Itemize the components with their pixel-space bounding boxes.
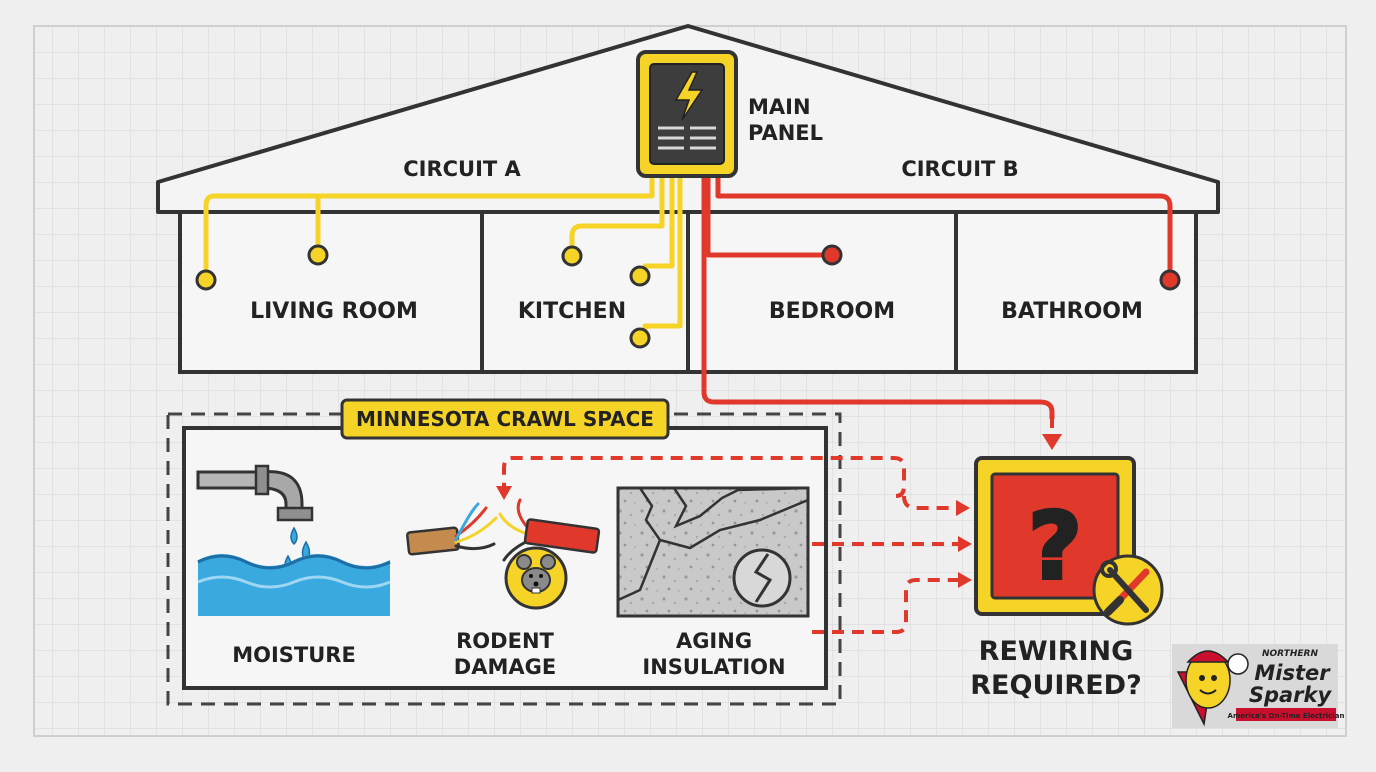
result-label-2: REQUIRED? [970,670,1141,701]
arrowhead [958,572,972,588]
outlet-dot [821,244,843,266]
room-label-bedroom: BEDROOM [769,299,895,324]
outlet-dot [307,244,329,266]
logo-line-1: Mister [1254,661,1331,685]
hazard-label-moisture: MOISTURE [232,643,356,667]
crawl-space-title-badge [340,398,670,440]
wrench-screwdriver-icon [1092,554,1164,626]
outlet-dot [1159,269,1181,291]
outlets [195,244,1181,349]
breaker-lines-icon [658,126,716,150]
hazard-arrows [502,456,958,634]
hazard-label-rodent-2: DAMAGE [454,655,556,679]
circuit-b-label: CIRCUIT B [901,157,1018,181]
result-label-1: REWIRING [979,636,1134,667]
logo-top-text: NORTHERN [1262,649,1318,659]
hazard-label-rodent-1: RODENT [456,629,554,653]
arrowhead [956,500,970,516]
arrowhead [496,486,512,500]
rewiring-question-box: ? [974,456,1136,616]
outlet-dot [561,245,583,267]
room-label-living-room: LIVING ROOM [250,299,418,324]
rodent-wire-icon [406,498,601,610]
room-label-bathroom: BATHROOM [1001,299,1143,324]
logo-tagline: America's On-Time Electrician [1228,712,1345,720]
outlet-dot [629,265,651,287]
lightning-icon [674,71,704,121]
arrowhead [958,536,972,552]
logo-line-2: Sparky [1249,683,1333,707]
water-pipe-icon [196,464,391,616]
main-panel-label-1: MAIN [748,95,811,119]
outlet-dot [195,269,217,291]
circuit-b-wires [701,175,1173,421]
hazard-label-aging-2: INSULATION [642,655,785,679]
arrowhead [1042,434,1062,450]
room-label-kitchen: KITCHEN [518,299,626,324]
main-panel-label-2: PANEL [748,121,823,145]
main-panel [636,50,738,178]
circuit-a-label: CIRCUIT A [403,157,521,181]
hazard-label-aging-1: AGING [676,629,752,653]
mister-sparky-logo: NORTHERN Mister Sparky America's On-Time… [1172,644,1344,728]
question-mark: ? [1028,493,1081,600]
outlet-dot [629,327,651,349]
crawl-space-title: MINNESOTA CRAWL SPACE [356,407,654,431]
cracked-insulation-icon [616,486,810,618]
